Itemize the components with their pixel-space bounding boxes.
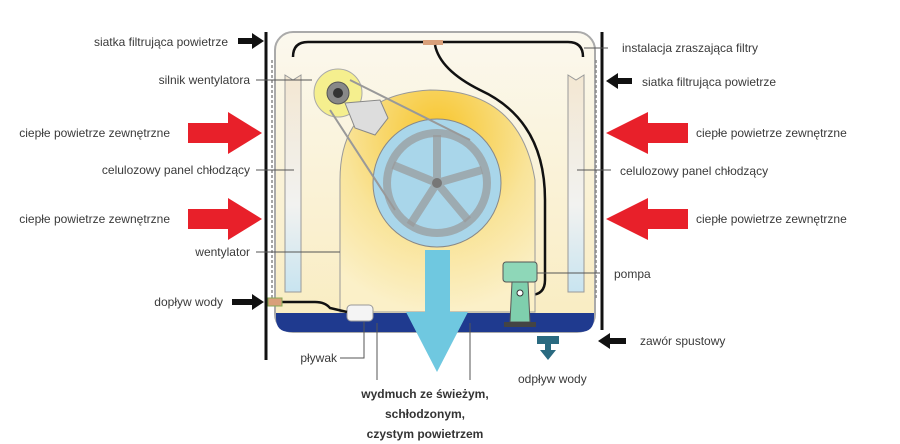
label-warm-air-left-1: ciepłe powietrze zewnętrzne bbox=[19, 126, 170, 140]
fan-blades bbox=[391, 135, 484, 228]
cold-air-arrow bbox=[406, 250, 468, 372]
label-filter-mesh-right: siatka filtrująca powietrze bbox=[642, 75, 777, 89]
label-cooling-panel-left: celulozowy panel chłodzący bbox=[101, 163, 250, 177]
warm-air-arrow-right-1 bbox=[606, 112, 688, 154]
drain-valve-arrow bbox=[598, 333, 626, 349]
label-filter-mesh-left: siatka filtrująca powietrze bbox=[93, 35, 228, 49]
drive-belt bbox=[329, 109, 396, 211]
label-outflow-line3: czystym powietrzem bbox=[366, 427, 484, 441]
warm-air-arrow-left-1 bbox=[188, 112, 262, 154]
label-fan: wentylator bbox=[195, 245, 250, 259]
label-outflow-line1: wydmuch ze świeżym, bbox=[361, 387, 489, 401]
label-pump: pompa bbox=[614, 267, 651, 281]
label-warm-air-left-2: ciepłe powietrze zewnętrzne bbox=[19, 212, 170, 226]
leader-lines bbox=[256, 47, 611, 380]
warm-air-arrow-right-2 bbox=[606, 198, 688, 240]
label-filter-sprinkler: instalacja zraszająca filtry bbox=[622, 41, 759, 55]
inlet-pipe bbox=[282, 300, 348, 314]
supply-hose bbox=[433, 44, 547, 297]
label-outflow: wydmuch ze świeżym, schłodzonym, czystym… bbox=[345, 384, 505, 444]
cooling-panel-left bbox=[284, 74, 302, 293]
mesh-arrow-right bbox=[606, 73, 632, 89]
label-warm-air-right-1: ciepłe powietrze zewnętrzne bbox=[696, 126, 847, 140]
sprinkler-nozzle bbox=[423, 40, 443, 45]
label-water-outlet: odpływ wody bbox=[518, 372, 587, 386]
motor-bracket bbox=[344, 99, 389, 136]
warm-air-arrow-left-2 bbox=[188, 198, 262, 240]
drain-valve-body bbox=[537, 336, 559, 344]
pump bbox=[502, 261, 538, 327]
inlet-arrow bbox=[232, 294, 264, 310]
label-outflow-line2: schłodzonym, bbox=[384, 407, 465, 421]
label-water-inlet: dopływ wody bbox=[154, 295, 223, 309]
label-fan-motor: silnik wentylatora bbox=[158, 73, 250, 87]
cooling-panel-right bbox=[567, 74, 585, 293]
label-warm-air-right-2: ciepłe powietrze zewnętrzne bbox=[696, 212, 847, 226]
drain-arrow bbox=[540, 344, 556, 360]
mesh-arrow-left bbox=[238, 33, 264, 49]
float bbox=[346, 304, 374, 322]
label-drain-valve: zawór spustowy bbox=[640, 334, 726, 348]
label-cooling-panel-right: celulozowy panel chłodzący bbox=[620, 164, 769, 178]
inlet-fitting bbox=[267, 297, 283, 307]
label-float: pływak bbox=[300, 351, 337, 365]
